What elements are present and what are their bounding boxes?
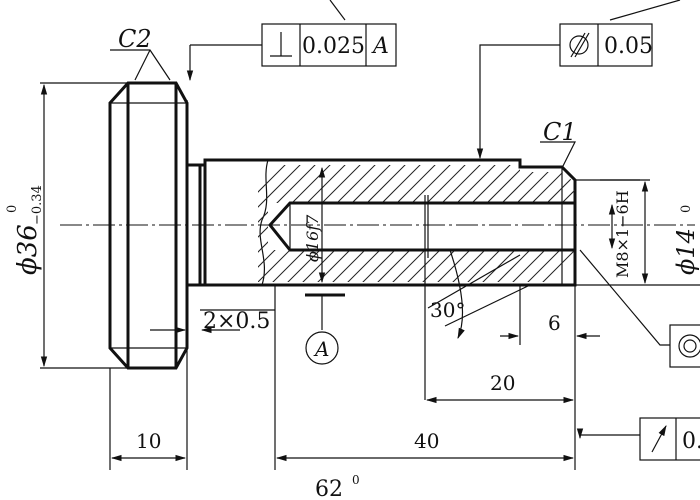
chamfer-left-label: C2 <box>118 25 152 53</box>
thread-group: M8×1−6H <box>613 190 632 278</box>
diameter-large-label: ϕ36 <box>13 224 43 275</box>
thread-label: M8×1−6H <box>613 190 632 278</box>
diameter-right-group: ϕ14 0 <box>672 205 700 275</box>
bore <box>268 195 575 258</box>
diameter-bore-group: ϕ16f7 <box>303 214 322 262</box>
break-line <box>259 159 269 286</box>
leader-lines <box>110 0 681 440</box>
overall-length-tol: 0 <box>352 473 360 487</box>
chamfer-right-label: C1 <box>543 118 577 146</box>
cylindricity-frame <box>559 23 653 67</box>
bore-length-dim: 40 <box>414 429 439 453</box>
groove-label: 2×0.5 <box>203 309 270 334</box>
chamfer-length-dim: 6 <box>548 311 561 335</box>
angle-label: 30° <box>430 298 465 322</box>
perpendicularity-frame <box>261 23 397 67</box>
diameter-bore-label: ϕ16f7 <box>303 214 322 262</box>
datum-circle <box>305 331 339 365</box>
flange-outline <box>108 81 189 370</box>
groove-neck <box>187 163 205 287</box>
perpendicularity-datum: A <box>371 34 389 59</box>
perpendicularity-value: 0.025 <box>302 34 365 59</box>
diameter-large-group: ϕ36 0 −0.34 <box>5 185 45 275</box>
diameter-right-tol: 0 <box>679 205 694 213</box>
diameter-large-lower-tol: −0.34 <box>30 185 45 225</box>
thread-length-dim: 20 <box>490 371 515 395</box>
runout-value: 0. <box>682 429 700 454</box>
datum-label: A <box>313 337 329 361</box>
runout-frame <box>639 417 700 461</box>
extension-lines <box>40 82 700 470</box>
flange-width-dim: 10 <box>136 429 161 453</box>
dimension-lines <box>40 83 649 462</box>
diameter-right-label: ϕ14 <box>672 228 700 275</box>
shaft-outline <box>203 158 577 287</box>
diameter-large-upper-tol: 0 <box>5 205 20 213</box>
overall-length-dim: 62 <box>315 477 343 500</box>
cylindricity-value: 0.05 <box>604 34 653 59</box>
concentricity-frame <box>669 324 700 368</box>
